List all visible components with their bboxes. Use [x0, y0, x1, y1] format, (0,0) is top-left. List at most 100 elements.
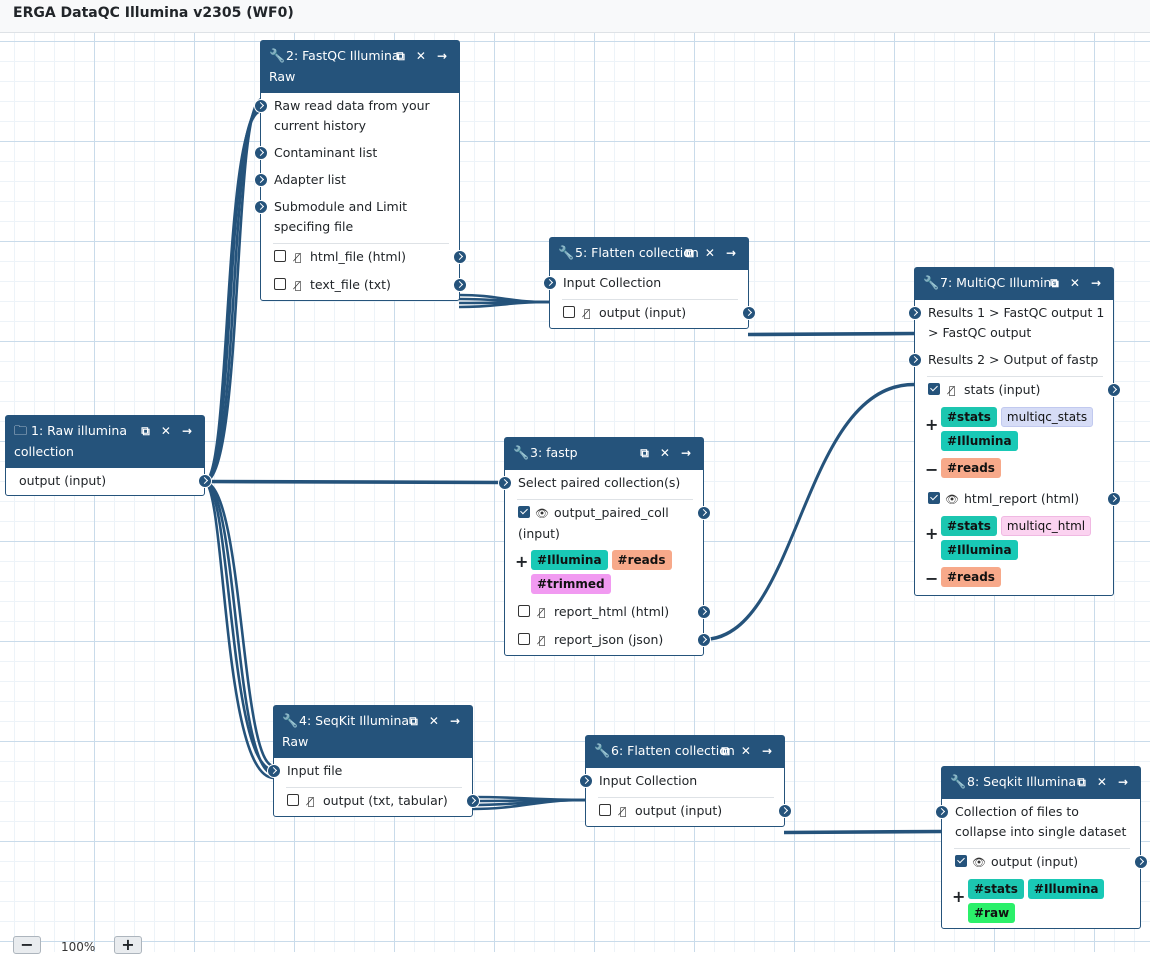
output-terminal[interactable] [1134, 855, 1148, 869]
tag[interactable]: multiqc_html [1000, 516, 1092, 536]
copy-icon[interactable]: ⧉ [1077, 775, 1086, 789]
output-terminal[interactable] [1107, 383, 1121, 397]
tag[interactable]: #stats [941, 516, 997, 536]
arrow-right-icon[interactable]: → [436, 49, 447, 63]
input-terminal[interactable] [908, 306, 922, 320]
output-terminal[interactable] [742, 306, 756, 320]
plus-icon[interactable]: + [515, 552, 529, 571]
close-icon[interactable]: ✕ [740, 744, 751, 758]
input-terminal[interactable] [579, 774, 593, 788]
node-header[interactable]: 🔧8: Seqkit Illumina ⧉✕→ [942, 767, 1140, 799]
tag[interactable]: #reads [941, 567, 1001, 587]
output-terminal[interactable] [697, 633, 711, 647]
eye-slash-icon[interactable]: 👁̸ [307, 795, 315, 808]
input-terminal[interactable] [254, 99, 268, 113]
close-icon[interactable]: ✕ [1069, 276, 1080, 290]
plus-icon[interactable]: + [925, 415, 939, 434]
arrow-right-icon[interactable]: → [1117, 775, 1128, 789]
output-checkbox[interactable] [287, 794, 299, 806]
output-checkbox[interactable] [563, 306, 575, 318]
eye-slash-icon[interactable]: 👁̸ [538, 606, 546, 619]
eye-slash-icon[interactable]: 👁̸ [538, 634, 546, 647]
node-header[interactable]: 🔧6: Flatten collection ⧉✕→ [586, 736, 784, 768]
input-terminal[interactable] [935, 805, 949, 819]
arrow-right-icon[interactable]: → [181, 424, 192, 438]
tag[interactable]: #stats [968, 879, 1024, 899]
zoom-in-button[interactable]: + [114, 936, 142, 954]
close-icon[interactable]: ✕ [659, 446, 670, 460]
output-terminal[interactable] [697, 605, 711, 619]
copy-icon[interactable]: ⧉ [685, 246, 694, 260]
close-icon[interactable]: ✕ [415, 49, 426, 63]
tag[interactable]: #Illumina [941, 431, 1018, 451]
node-header[interactable]: 🔧7: MultiQC Illumina ⧉✕→ [915, 268, 1113, 300]
node-header[interactable]: 🗀1: Raw illumina collection ⧉✕→ [6, 416, 204, 468]
output-terminal[interactable] [453, 250, 467, 264]
close-icon[interactable]: ✕ [428, 714, 439, 728]
tag[interactable]: #Illumina [1027, 879, 1105, 899]
node-header[interactable]: 🔧2: FastQC Illumina Raw ⧉✕→ [261, 41, 459, 93]
output-checkbox[interactable] [955, 855, 967, 867]
output-checkbox[interactable] [274, 278, 286, 290]
tag[interactable]: #stats [941, 407, 997, 427]
eye-slash-icon[interactable]: 👁̸ [583, 307, 591, 320]
node-header[interactable]: 🔧5: Flatten collection ⧉✕→ [550, 238, 748, 270]
tag[interactable]: #raw [968, 903, 1016, 923]
output-terminal[interactable] [1107, 492, 1121, 506]
input-terminal[interactable] [254, 173, 268, 187]
output-checkbox[interactable] [928, 383, 940, 395]
copy-icon[interactable]: ⧉ [721, 744, 730, 758]
copy-icon[interactable]: ⧉ [640, 446, 649, 460]
minus-icon[interactable]: − [925, 569, 939, 588]
node-header[interactable]: 🔧4: SeqKit Illumina Raw ⧉✕→ [274, 706, 472, 758]
copy-icon[interactable]: ⧉ [396, 49, 405, 63]
plus-icon[interactable]: + [952, 887, 966, 906]
output-terminal[interactable] [697, 506, 711, 520]
workflow-canvas[interactable]: 🗀1: Raw illumina collection ⧉✕→ output (… [0, 33, 1150, 952]
node-4-seqkit-raw[interactable]: 🔧4: SeqKit Illumina Raw ⧉✕→ Input file 👁… [267, 705, 480, 817]
input-terminal[interactable] [908, 353, 922, 367]
eye-slash-icon[interactable]: 👁̸ [294, 279, 302, 292]
node-6-flatten-collection[interactable]: 🔧6: Flatten collection ⧉✕→ Input Collect… [579, 735, 792, 827]
tag[interactable]: #Illumina [531, 550, 608, 570]
eye-slash-icon[interactable]: 👁̸ [619, 805, 627, 818]
node-5-flatten-collection[interactable]: 🔧5: Flatten collection ⧉✕→ Input Collect… [543, 237, 756, 329]
node-header[interactable]: 🔧3: fastp ⧉✕→ [505, 438, 703, 470]
close-icon[interactable]: ✕ [160, 424, 171, 438]
eye-slash-icon[interactable]: 👁̸ [294, 251, 302, 264]
zoom-out-button[interactable]: − [13, 936, 41, 954]
output-terminal[interactable] [198, 474, 212, 488]
output-terminal[interactable] [778, 804, 792, 818]
output-checkbox[interactable] [928, 492, 940, 504]
eye-slash-icon[interactable]: 👁̸ [948, 384, 956, 397]
input-terminal[interactable] [254, 200, 268, 214]
arrow-right-icon[interactable]: → [449, 714, 460, 728]
minus-icon[interactable]: − [925, 460, 939, 479]
output-checkbox[interactable] [274, 250, 286, 262]
input-terminal[interactable] [254, 146, 268, 160]
copy-icon[interactable]: ⧉ [1050, 276, 1059, 290]
output-checkbox[interactable] [518, 633, 530, 645]
output-terminal[interactable] [453, 278, 467, 292]
node-7-multiqc[interactable]: 🔧7: MultiQC Illumina ⧉✕→ Results 1 > Fas… [908, 267, 1121, 596]
output-checkbox[interactable] [518, 506, 530, 518]
input-terminal[interactable] [267, 764, 281, 778]
copy-icon[interactable]: ⧉ [141, 424, 150, 438]
input-terminal[interactable] [543, 276, 557, 290]
node-3-fastp[interactable]: 🔧3: fastp ⧉✕→ Select paired collection(s… [498, 437, 711, 656]
tag[interactable]: multiqc_stats [1000, 407, 1094, 427]
arrow-right-icon[interactable]: → [725, 246, 736, 260]
close-icon[interactable]: ✕ [1096, 775, 1107, 789]
eye-icon[interactable]: 👁 [972, 856, 986, 869]
plus-icon[interactable]: + [925, 524, 939, 543]
output-checkbox[interactable] [599, 804, 611, 816]
node-8-seqkit-illumina[interactable]: 🔧8: Seqkit Illumina ⧉✕→ Collection of fi… [935, 766, 1148, 929]
eye-icon[interactable]: 👁 [945, 493, 959, 506]
output-checkbox[interactable] [518, 605, 530, 617]
node-1-raw-illumina-collection[interactable]: 🗀1: Raw illumina collection ⧉✕→ output (… [5, 415, 212, 496]
arrow-right-icon[interactable]: → [761, 744, 772, 758]
arrow-right-icon[interactable]: → [680, 446, 691, 460]
arrow-right-icon[interactable]: → [1090, 276, 1101, 290]
tag[interactable]: #Illumina [941, 540, 1018, 560]
copy-icon[interactable]: ⧉ [409, 714, 418, 728]
